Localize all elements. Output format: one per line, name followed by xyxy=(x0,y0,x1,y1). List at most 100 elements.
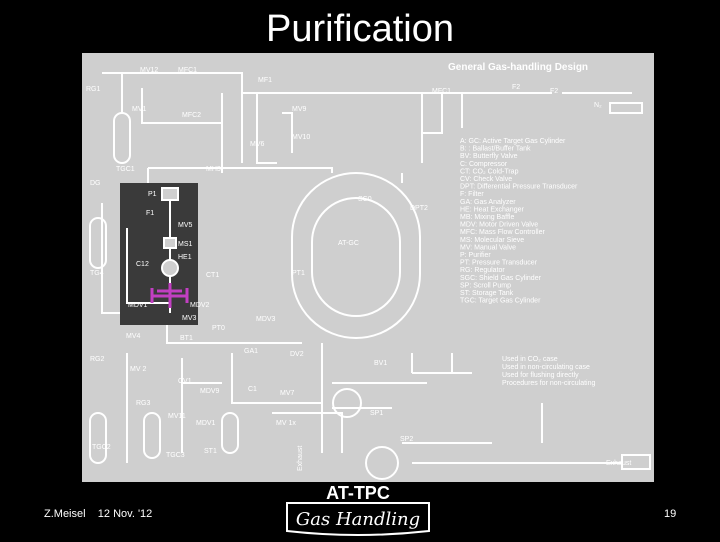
legend-entry: TGC: Target Gas Cylinder xyxy=(460,298,541,305)
label-p1: P1 xyxy=(148,191,157,198)
label-mv7: MV7 xyxy=(280,390,295,397)
diagram-heading: General Gas-handling Design xyxy=(448,62,588,73)
diagram-svg: General Gas-handling Design xyxy=(86,62,651,480)
label-ga1: GA1 xyxy=(244,348,258,355)
label-exhaust: Exhaust xyxy=(606,460,631,467)
label-mdv3: MDV3 xyxy=(256,316,276,323)
purifier-box xyxy=(120,183,198,325)
label-tg4: TG4 xyxy=(90,270,104,277)
chamber-inner xyxy=(311,197,401,317)
label-he1: HE1 xyxy=(178,254,192,261)
legend-entry: ST: Storage Tank xyxy=(460,290,514,297)
label-mfc1-left: MFC1 xyxy=(178,67,197,74)
label-c12: C12 xyxy=(136,261,149,268)
label-bv1: BV1 xyxy=(374,360,387,367)
label-dpt2: DPT2 xyxy=(410,205,428,212)
line-legend-entry: Used in non-circulating case xyxy=(502,364,590,371)
label-c1: C1 xyxy=(248,386,257,393)
slide-footer: Z.Meisel 12 Nov. '12 xyxy=(44,508,152,520)
legend-entry: SP: Scroll Pump xyxy=(460,282,511,289)
label-rg3: RG3 xyxy=(136,400,151,407)
legend-entry: MFC: Mass Flow Controller xyxy=(460,229,545,236)
author-name: Z.Meisel xyxy=(44,508,86,520)
label-mv9: MV9 xyxy=(292,106,307,113)
label-cv1: CV1 xyxy=(178,378,192,385)
line-legend-entry: Used in CO₂ case xyxy=(502,356,558,363)
label-mv12: MV12 xyxy=(140,67,158,74)
slide-date: 12 Nov. '12 xyxy=(97,508,153,520)
label-mdv9: MDV9 xyxy=(200,388,220,395)
label-mv1x: MV 1x xyxy=(276,420,296,427)
line-legend-entry: Procedures for non-circulating xyxy=(502,380,595,387)
legend-entry: CV: Check Valve xyxy=(460,176,512,183)
label-f2b: F2 xyxy=(550,88,558,95)
line-legend-entry: Used for flushing directly xyxy=(502,372,579,379)
label-pt0: PT0 xyxy=(212,325,225,332)
chamber-outer xyxy=(291,172,421,339)
gas-cylinders xyxy=(89,112,239,464)
label-rg1: RG1 xyxy=(86,86,101,93)
label-mv2: MV 2 xyxy=(130,366,146,373)
label-mv1: MV1 xyxy=(132,106,147,113)
legend-entry: P: Purifier xyxy=(460,252,491,259)
label-f1: F1 xyxy=(146,210,154,217)
legend-entry: C: Compressor xyxy=(460,161,508,168)
piping-lines xyxy=(101,72,632,464)
page-number: 19 xyxy=(664,508,677,520)
legend-entry: A: GC: Active Target Gas Cylinder xyxy=(460,138,566,145)
label-exhaust-vertical: Exhaust xyxy=(297,446,304,471)
at-tpc-logo: AT-TPC Gas Handling xyxy=(283,483,433,537)
logo-svg: AT-TPC Gas Handling xyxy=(286,483,430,536)
label-mfc1-right: MFC1 xyxy=(432,88,451,95)
label-mv10: MV10 xyxy=(292,134,310,141)
gas-handling-diagram: General Gas-handling Design xyxy=(82,53,654,482)
label-mfc2: MFC2 xyxy=(182,112,201,119)
legend-entry: DPT: Differential Pressure Transducer xyxy=(460,184,578,191)
label-mdv1b: MDV1 xyxy=(196,420,216,427)
label-pt1: PT1 xyxy=(292,270,305,277)
label-tgc3: TGC3 xyxy=(166,452,185,459)
label-ct1: CT1 xyxy=(206,272,219,279)
legend-entry: HE: Heat Exchanger xyxy=(460,206,524,213)
label-bt1: BT1 xyxy=(180,335,193,342)
label-tgc2: TGC2 xyxy=(92,444,111,451)
label-rg2: RG2 xyxy=(90,356,105,363)
n2-input xyxy=(609,102,643,114)
scroll-pump-1 xyxy=(332,388,362,418)
legend-entry: RG: Regulator xyxy=(460,267,505,274)
legend-entry: MDV: Motor Driven Valve xyxy=(460,222,538,229)
label-mv5: MV5 xyxy=(178,222,193,229)
legend-area xyxy=(457,128,632,303)
label-dg: DG xyxy=(90,180,101,187)
label-f2a: F2 xyxy=(512,84,520,91)
legend-entry: SGC: Shield Gas Cylinder xyxy=(460,275,542,282)
label-sp1: SP1 xyxy=(370,410,383,417)
label-mdv1: MDV1 xyxy=(128,302,148,309)
logo-frame xyxy=(286,502,430,536)
logo-line2: Gas Handling xyxy=(296,509,420,530)
label-mdv2: MDV2 xyxy=(190,302,210,309)
legend-entry: MS: Molecular Sieve xyxy=(460,237,524,244)
legend-entry: BV: Butterfly Valve xyxy=(460,153,518,160)
label-mv11: MV11 xyxy=(168,413,186,420)
label-mv6: MV6 xyxy=(250,141,265,148)
label-sp2: SP2 xyxy=(400,436,413,443)
label-n2: N₂ xyxy=(594,102,602,109)
label-ms1: MS1 xyxy=(178,241,193,248)
label-mv3: MV3 xyxy=(182,315,197,322)
label-atgc: AT-GC xyxy=(338,240,359,247)
legend-entry: CT: CO₂ Cold-Trap xyxy=(460,168,519,175)
label-mf1: MF1 xyxy=(258,77,272,84)
label-sc0: SC0 xyxy=(358,196,372,203)
legend-entry: MB: Mixing Baffle xyxy=(460,214,514,221)
label-tgc1: TGC1 xyxy=(116,166,135,173)
purifier-internals xyxy=(126,187,189,313)
legend-entry: F: Filter xyxy=(460,191,484,198)
label-mv4: MV4 xyxy=(126,333,141,340)
component-labels: MV12 MFC1 MF1 RG1 MV1 MFC2 MV9 MV10 MV6 … xyxy=(86,67,631,471)
legend-entry: B: : Ballast/Buffer Tank xyxy=(460,146,531,153)
legend-entry: PT: Pressure Transducer xyxy=(460,260,538,267)
legend-entry: MV: Manual Valve xyxy=(460,244,516,251)
